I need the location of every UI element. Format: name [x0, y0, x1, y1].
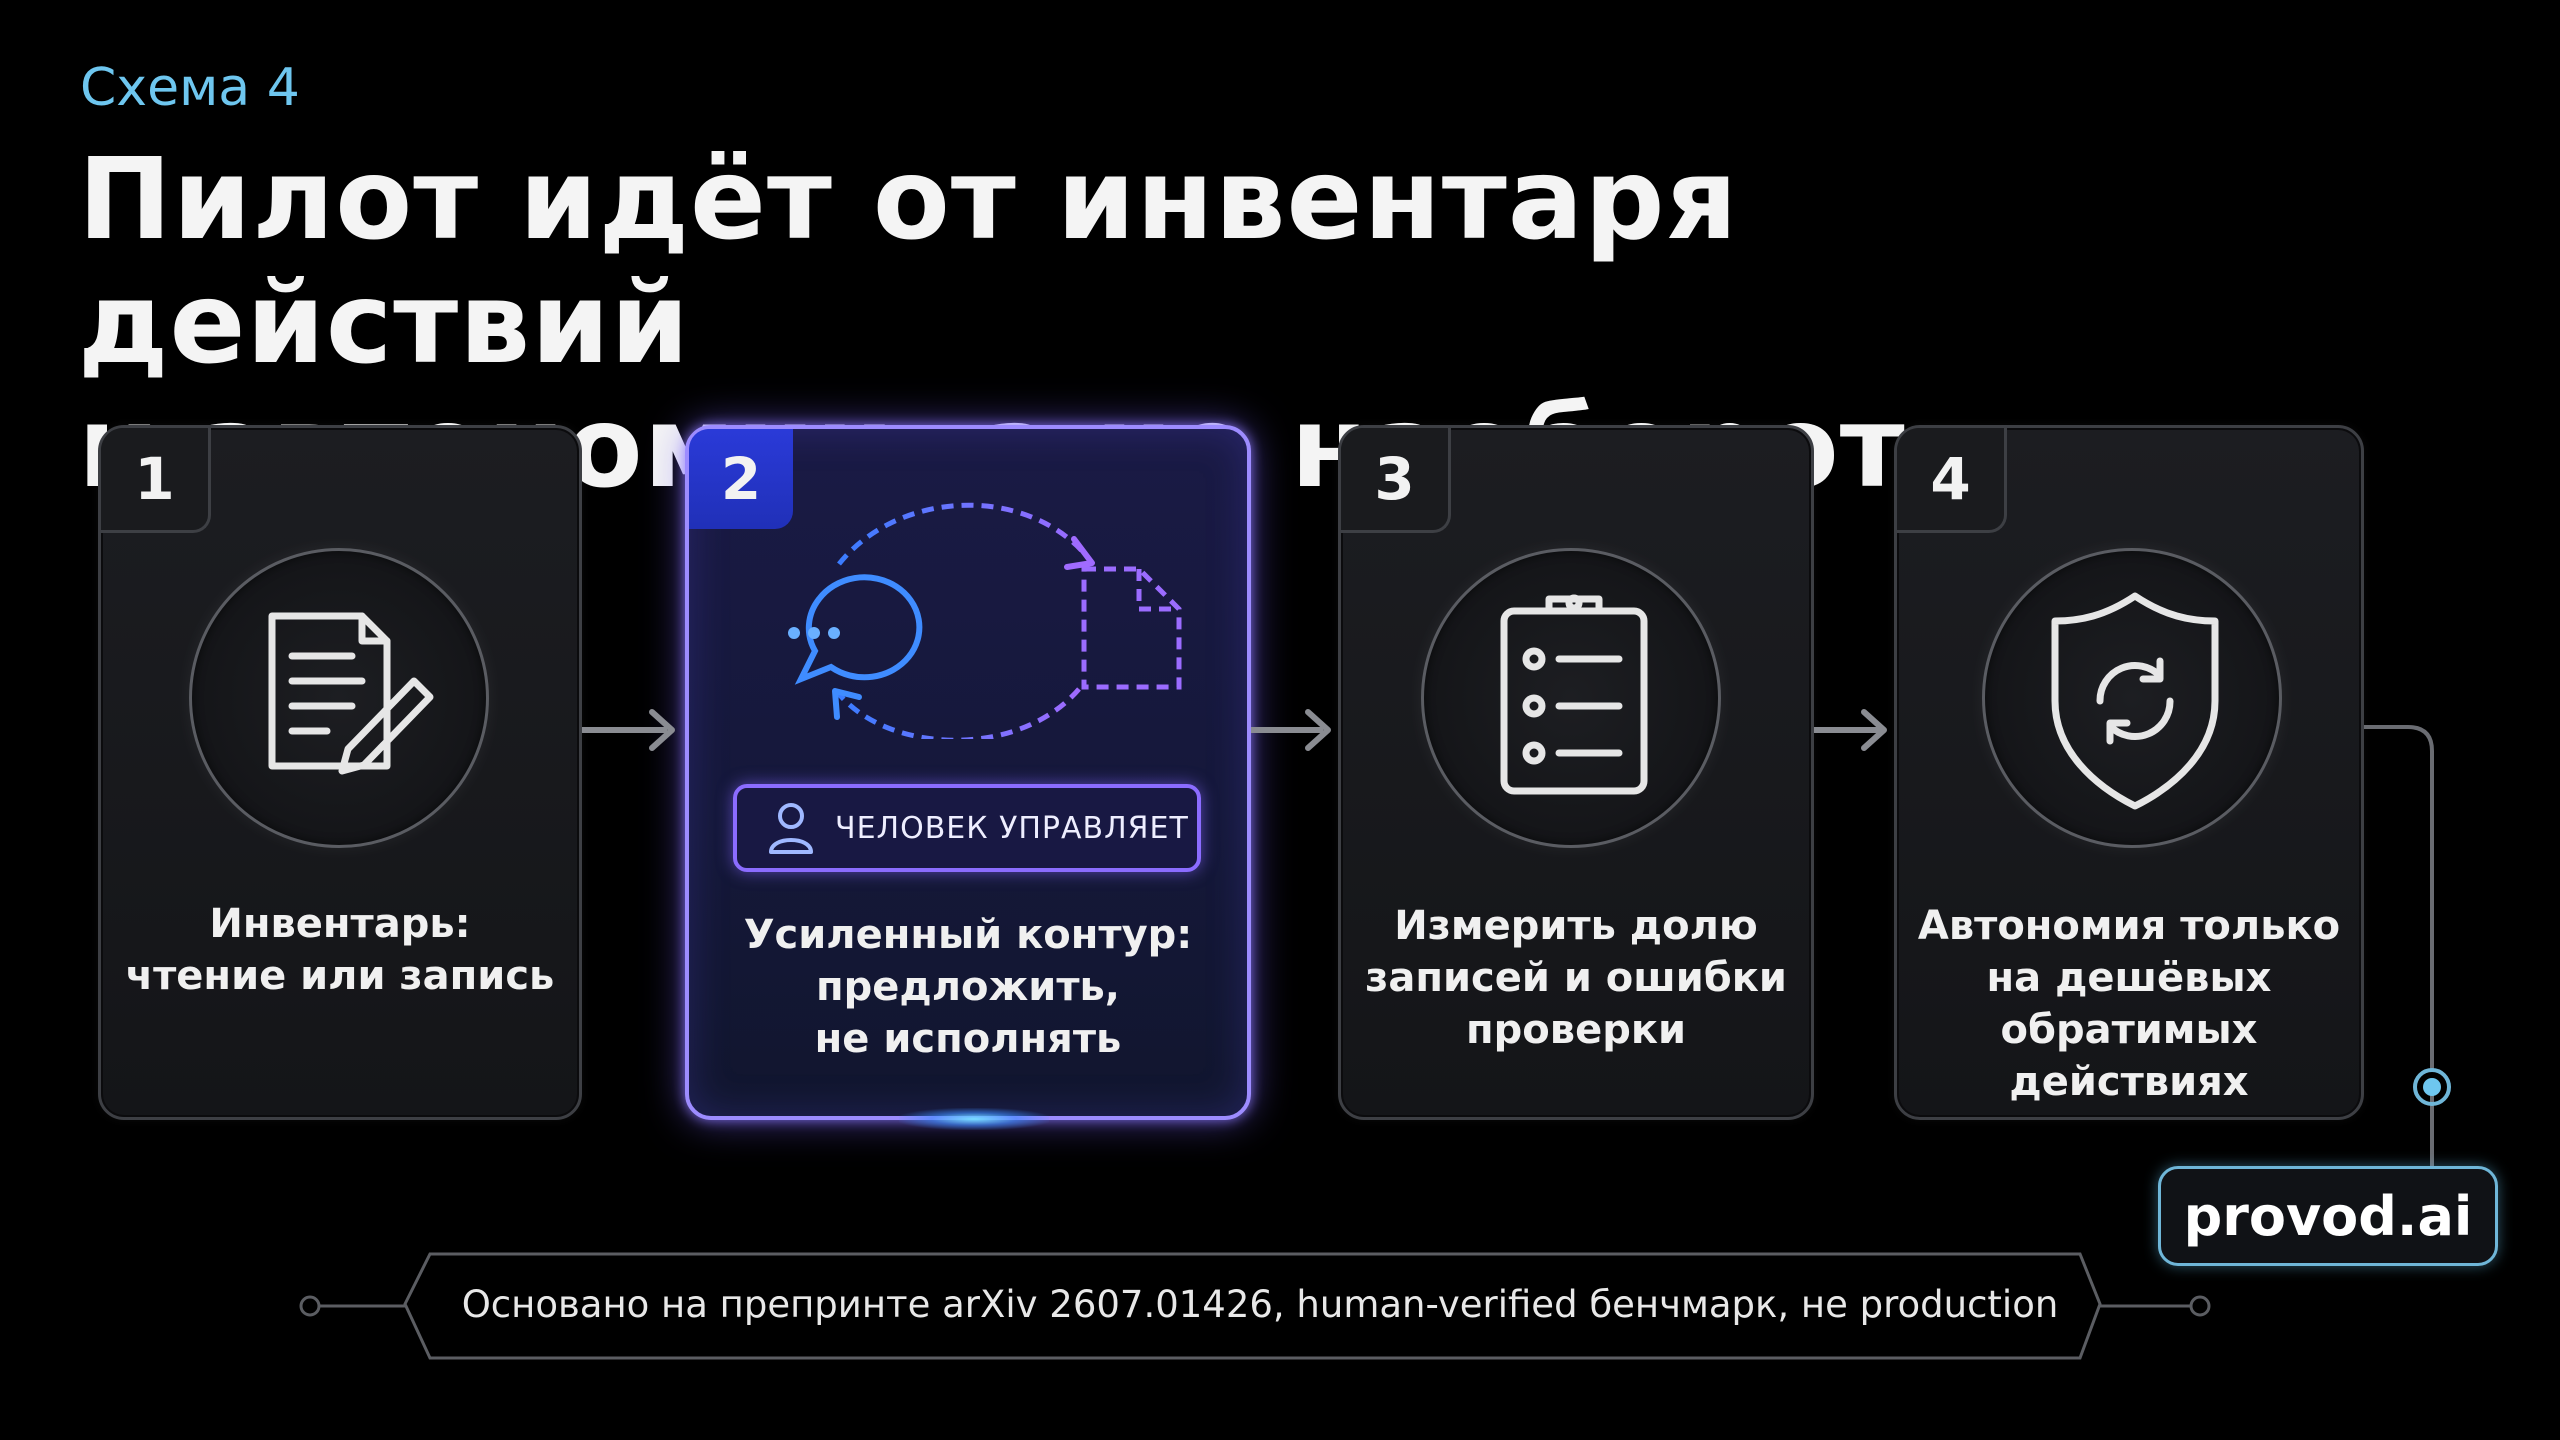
user-icon	[769, 803, 813, 854]
step-text-3: Измерить долю записей и ошибки проверки	[1341, 900, 1811, 1056]
step-3-line-2: записей и ошибки	[1365, 955, 1787, 1001]
footer-note: Основано на препринте arXiv 2607.01426, …	[461, 1283, 2059, 1326]
step-card-3: 3 Измерить долю записей и ошибки проверк…	[1338, 425, 1814, 1120]
step-text-2: Усиленный контур: предложить, не исполня…	[689, 909, 1247, 1065]
human-controls-badge: ЧЕЛОВЕК УПРАВЛЯЕТ	[733, 784, 1201, 872]
step-4-line-2: на дешёвых	[1986, 955, 2272, 1001]
step-number-4: 4	[1897, 428, 2007, 533]
arrow-1-to-2	[582, 709, 675, 751]
step-card-1: 1 Инвентарь: чтение или запись	[98, 425, 582, 1120]
clipboard-checklist-icon	[1421, 548, 1721, 848]
document-edit-icon	[189, 548, 489, 848]
brand-logo: provod.ai	[2158, 1166, 2498, 1266]
arrow-2-to-3	[1251, 709, 1331, 751]
step-3-line-3: проверки	[1466, 1007, 1686, 1053]
step-number-1: 1	[101, 428, 211, 533]
footer-frame	[299, 1252, 2211, 1360]
step-1-line-1: Инвентарь:	[209, 901, 471, 947]
step-3-line-1: Измерить долю	[1394, 903, 1758, 949]
step-card-4: 4 Автономия только на дешёвых обратимых …	[1894, 425, 2364, 1120]
scheme-label: Схема 4	[80, 58, 300, 118]
step-number-2: 2	[689, 429, 793, 529]
step-4-line-1: Автономия только	[1917, 903, 2341, 949]
step-text-1: Инвентарь: чтение или запись	[101, 898, 579, 1002]
arrow-3-to-4	[1814, 709, 1887, 751]
step-1-line-2: чтение или запись	[125, 953, 555, 999]
step-4-line-3: обратимых действиях	[2000, 1007, 2258, 1105]
step-number-3: 3	[1341, 428, 1451, 533]
active-glow	[899, 1108, 1049, 1130]
chat-to-document-cycle-icon	[788, 502, 1182, 739]
step-2-line-2: предложить,	[816, 964, 1120, 1010]
shield-refresh-icon	[1982, 548, 2282, 848]
brand-connector	[2364, 725, 2451, 1170]
title-line-1: Пилот идёт от инвентаря действий	[78, 135, 1739, 389]
step-text-4: Автономия только на дешёвых обратимых де…	[1897, 900, 2361, 1108]
step-2-line-3: не исполнять	[814, 1016, 1122, 1062]
step-2-line-1: Усиленный контур:	[743, 912, 1193, 958]
step-card-2: 2 ЧЕЛОВЕК УПРАВЛЯЕТ Усил	[685, 425, 1251, 1130]
badge-label: ЧЕЛОВЕК УПРАВЛЯЕТ	[835, 810, 1189, 846]
